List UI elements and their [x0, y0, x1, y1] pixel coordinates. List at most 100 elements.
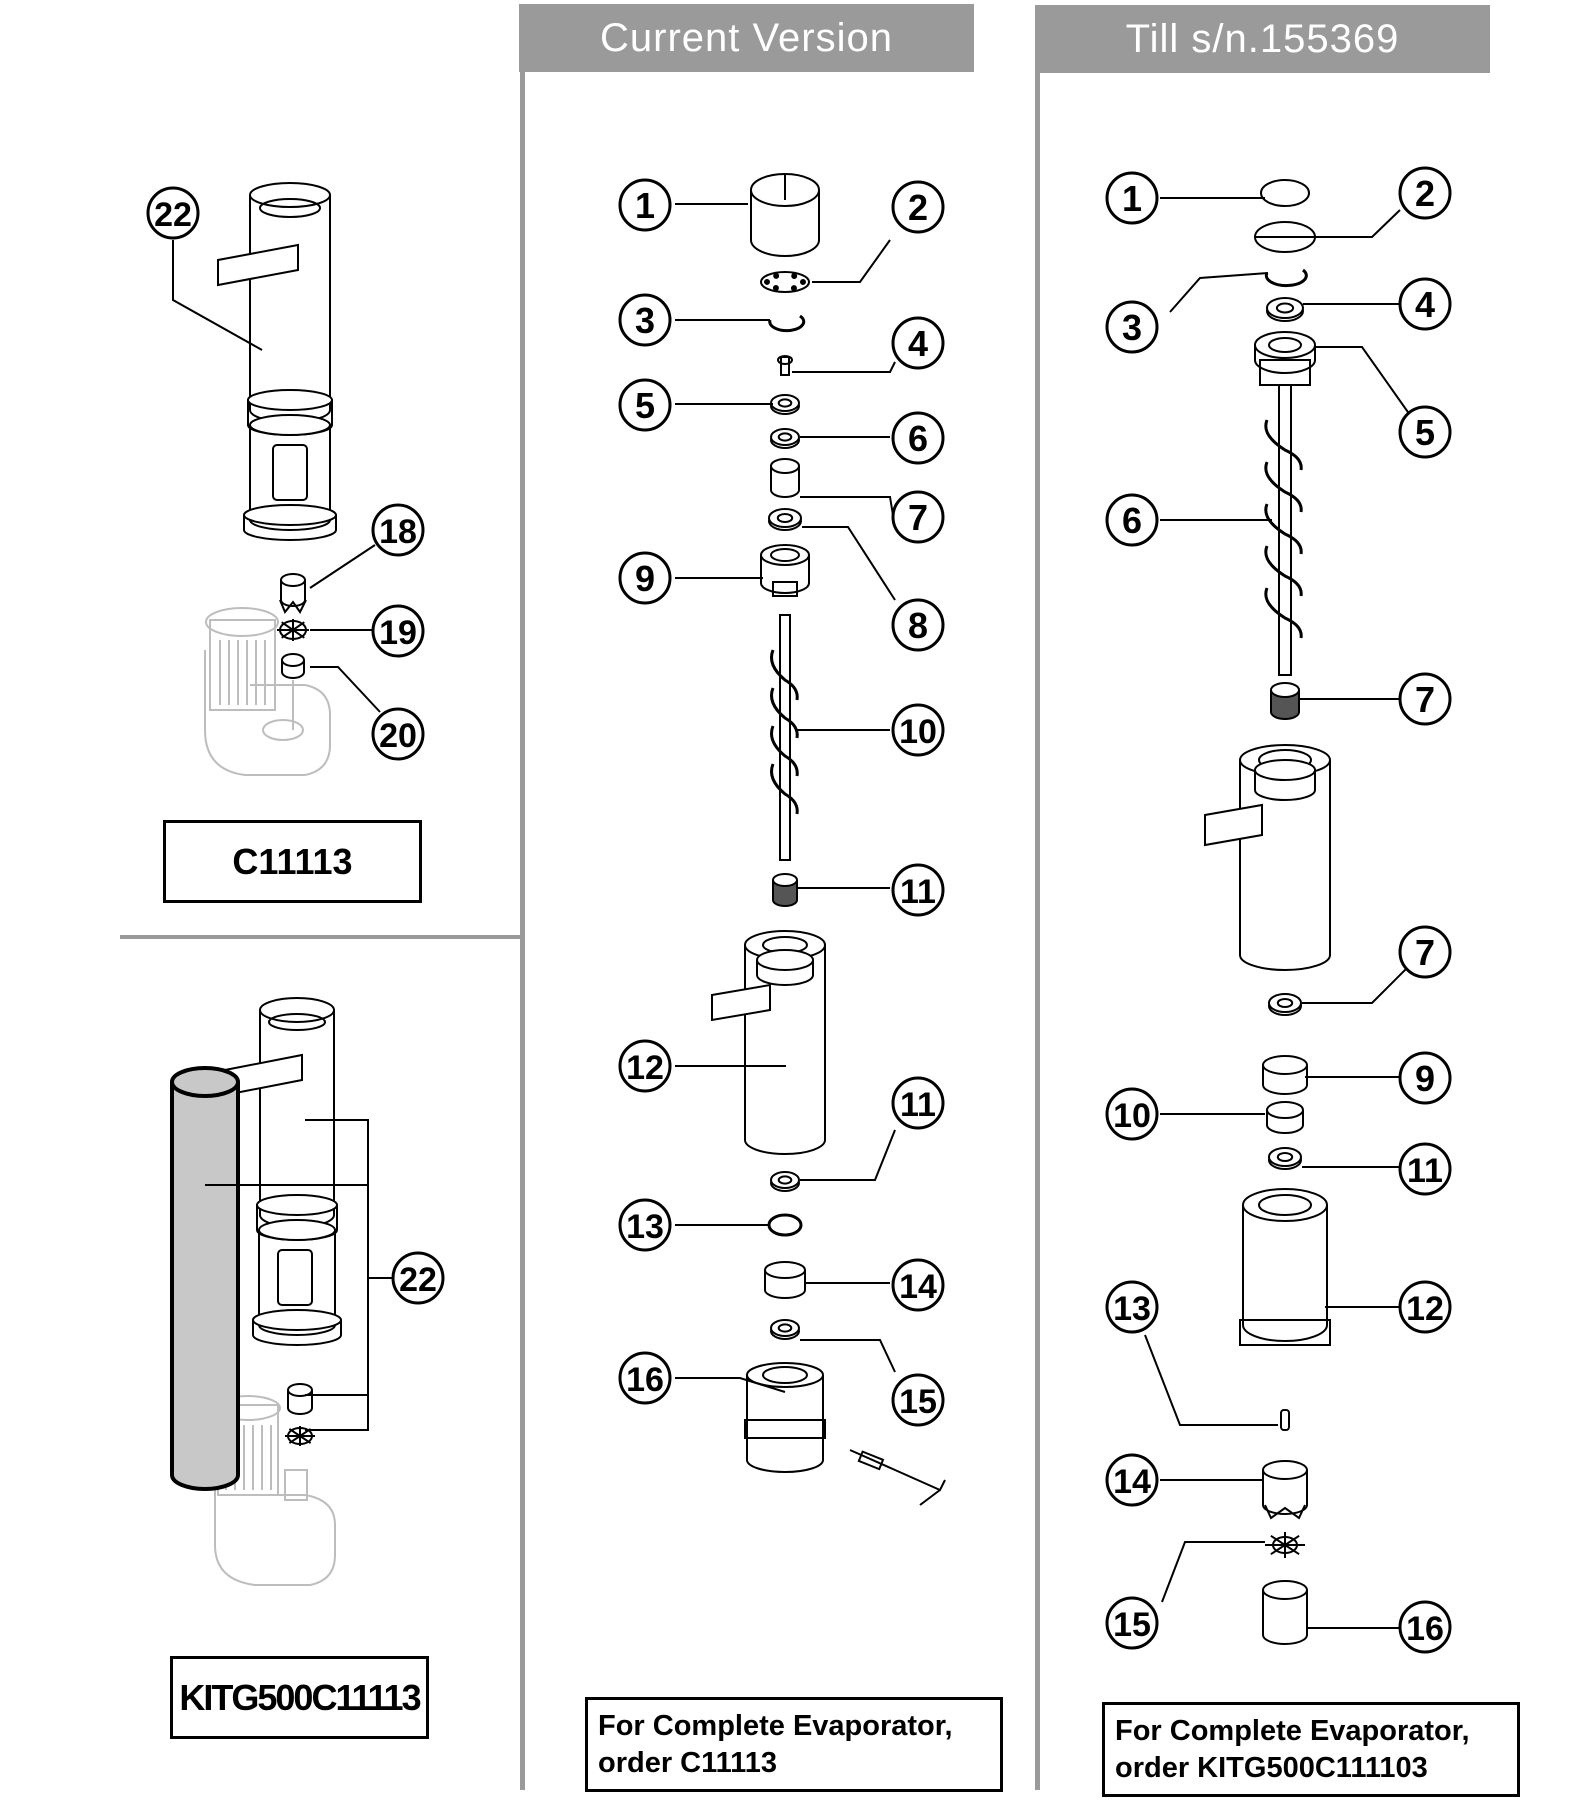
star-tooth: [288, 1428, 301, 1437]
washer-hole: [1276, 1151, 1294, 1163]
base-outline: [204, 650, 331, 776]
inner-bore: [762, 1366, 808, 1384]
cylinder-top: [772, 873, 798, 887]
callout-number: 14: [899, 1268, 937, 1306]
callout-circle: [618, 1198, 672, 1252]
callout-circle: [1105, 300, 1159, 354]
cylinder-bottom: [744, 1139, 826, 1155]
washer-outline: [770, 394, 800, 412]
callout-number: 10: [899, 713, 937, 751]
cylinder-bottom: [756, 974, 814, 986]
callout-number: 11: [900, 1086, 936, 1124]
cur-p4-screw: [780, 356, 790, 376]
callout-circle: [1398, 1280, 1452, 1334]
cylinder-bottom: [249, 519, 331, 531]
callout-circle: [1398, 405, 1452, 459]
cylinder-top: [280, 573, 306, 587]
cylinder-top: [764, 1261, 806, 1279]
till-p14-coupling: [1262, 1460, 1308, 1515]
callout-circle: [1105, 1453, 1159, 1507]
callout-circle: [891, 598, 945, 652]
callout-circle: [1105, 1087, 1159, 1141]
cylinder-top: [258, 1219, 336, 1241]
coupling: [284, 1469, 308, 1501]
callout-number: 1: [635, 185, 655, 226]
divider-right: [1035, 70, 1040, 1790]
callout-number: 12: [626, 1049, 664, 1087]
cylinder-bottom: [252, 1334, 342, 1346]
inner-bore: [1258, 1194, 1312, 1216]
callout-circle: [371, 503, 425, 557]
star-tooth: [1284, 1534, 1300, 1546]
auger-flight: [1264, 587, 1303, 639]
till-p9-seal: [1262, 1055, 1308, 1095]
inner-bore: [770, 548, 800, 562]
cylinder-bottom: [1239, 954, 1331, 971]
auger-flight: [770, 763, 799, 815]
spout: [217, 243, 299, 287]
till-p3-circlip: [1264, 268, 1308, 288]
screw-head: [777, 355, 793, 365]
callout-number: 19: [379, 614, 417, 652]
till-p13-pin: [1280, 1409, 1290, 1431]
cur-p13-oring: [767, 1213, 803, 1237]
cur-drain-probe: [849, 1449, 946, 1506]
leader-line: [1315, 346, 1411, 416]
callout-number: 2: [1415, 173, 1435, 214]
auger-flight: [770, 687, 799, 739]
washer-hole: [1275, 302, 1295, 314]
divider-horizontal: [120, 935, 520, 939]
washer-hole: [777, 1175, 793, 1185]
neck-ring: [1254, 759, 1316, 801]
washer-outline: [1266, 297, 1304, 319]
cur-spout: [711, 983, 771, 1022]
cur-p10-auger-shaft: [779, 614, 791, 861]
callout-number: 16: [626, 1361, 664, 1399]
callout-number: 7: [1415, 679, 1435, 720]
part-18-teeth: [279, 599, 307, 614]
callout-circle: [1105, 493, 1159, 547]
ring-band: [744, 1419, 826, 1439]
cylinder-top: [1262, 1460, 1308, 1480]
star-tooth: [292, 629, 305, 639]
gasket-hole: [790, 285, 797, 292]
auger-flight: [1264, 545, 1303, 597]
part-code-box-kit: KITG500C11113: [170, 1656, 429, 1739]
callout-circle: [891, 490, 945, 544]
leader-line: [792, 361, 896, 373]
cur-p9-housing: [760, 544, 810, 594]
leader-line: [800, 1129, 896, 1181]
leader-line: [1161, 1541, 1265, 1603]
callout-number: 8: [908, 605, 928, 646]
callout-number: 9: [635, 558, 655, 599]
callout-number: 4: [1415, 284, 1435, 325]
till-p1-cap: [1260, 179, 1310, 207]
washer-hole: [777, 1323, 793, 1333]
kit-bottom-flange: [252, 1309, 342, 1346]
auger-flight: [770, 649, 799, 701]
callout-circle: [371, 604, 425, 658]
callout-number: 13: [626, 1208, 664, 1246]
divider-left: [520, 70, 525, 1790]
cur-p2-gasket: [760, 271, 810, 293]
gasket-hole: [791, 272, 798, 279]
inner-bore: [1268, 337, 1302, 353]
cylinder-bottom: [258, 1324, 336, 1336]
star-tooth: [288, 1435, 301, 1444]
washer-outline: [1268, 993, 1302, 1013]
tab: [772, 581, 798, 597]
cylinder-top: [756, 949, 814, 971]
cylinder-bottom: [770, 489, 800, 498]
base-outline: [214, 1470, 336, 1586]
coupling-teeth: [1264, 1504, 1306, 1520]
callout-circle: [618, 1039, 672, 1093]
leader-line: [1169, 272, 1269, 313]
leader-line: [1144, 1334, 1278, 1426]
note-current-version: For Complete Evaporator, order C11113: [585, 1697, 1003, 1792]
callout-circle: [146, 186, 200, 240]
base-hole: [262, 719, 304, 741]
star-tooth: [1270, 1544, 1286, 1556]
callout-number: 22: [399, 1261, 437, 1299]
